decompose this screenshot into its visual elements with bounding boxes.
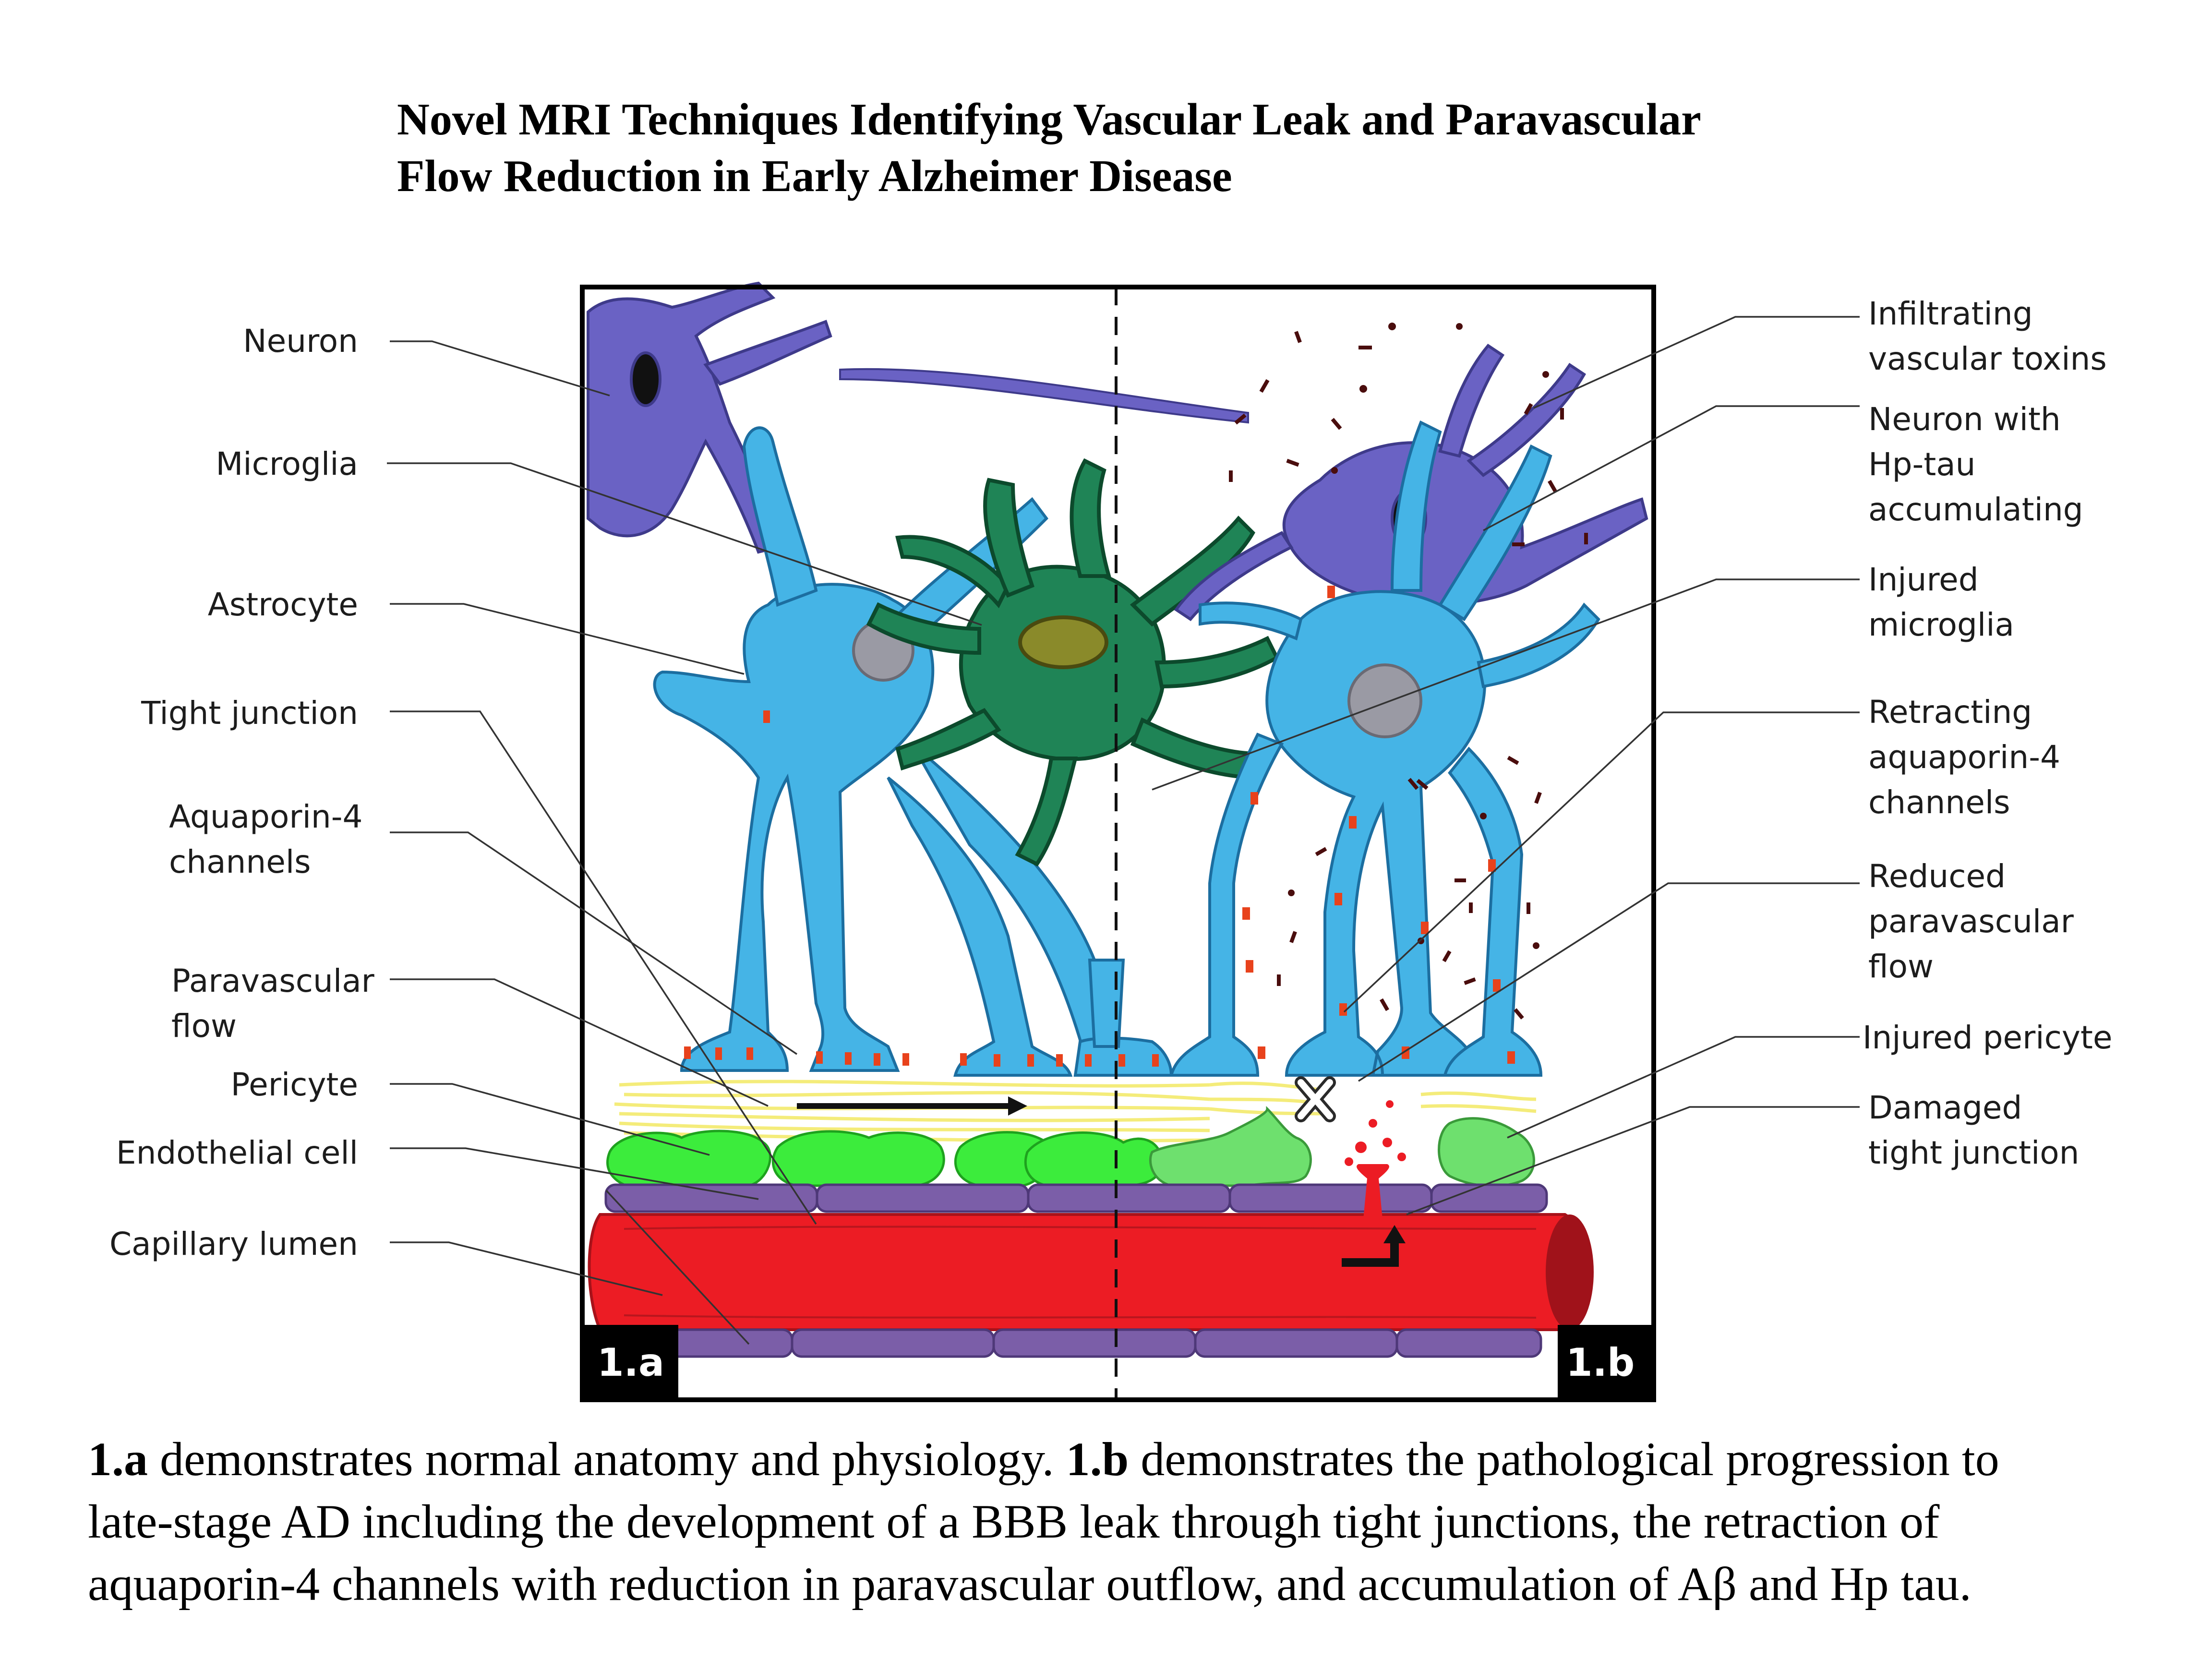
label-aquaporin-line1: Aquaporin-4 (169, 798, 363, 835)
label-paravascular-line2: flow (171, 1008, 237, 1045)
endothelial-cells-top (604, 1183, 1548, 1213)
label-damaged-line2: tight junction (1868, 1134, 2080, 1171)
label-aquaporin-line2: channels (169, 843, 311, 880)
diagram-panel: 1.a 1.b (580, 281, 1656, 1402)
neuron-hp-tau (1174, 344, 1648, 621)
label-endothelial: Endothelial cell (116, 1134, 358, 1171)
label-retracting-line3: channels (1868, 784, 2010, 821)
label-damaged-line1: Damaged (1868, 1089, 2022, 1126)
aquaporin-channels-normal (684, 710, 1159, 1067)
panel-id-b: 1.b (1566, 1340, 1635, 1385)
caption-line-1: 1.a demonstrates normal anatomy and phys… (88, 1428, 2200, 1491)
caption-line-3: aquaporin-4 channels with reduction in p… (88, 1557, 1972, 1611)
label-retracting-line1: Retracting (1868, 694, 2032, 731)
panel-badge-b: 1.b (1558, 1325, 1654, 1400)
capillary-lumen (588, 1213, 1594, 1331)
damaged-tight-junction-leak (1345, 1100, 1406, 1219)
label-reduced-line1: Reduced (1868, 858, 2006, 895)
label-reduced-line2: paravascular (1868, 903, 2074, 940)
astrocyte-injured (1169, 420, 1600, 1077)
label-infiltrating-line1: Infiltrating (1868, 295, 2033, 332)
caption-line-2: late-stage AD including the development … (88, 1495, 1940, 1548)
label-tight-junction: Tight junction (141, 695, 358, 732)
label-neuron-tau-line2: Hp-tau (1868, 446, 1976, 483)
neuron-nucleus (630, 351, 661, 407)
panel-id-a: 1.a (597, 1340, 664, 1385)
label-injured-microglia-line2: microglia (1868, 606, 2014, 643)
caption-ref-b: 1.b (1066, 1432, 1129, 1486)
pericytes-normal (606, 1130, 1163, 1192)
vascular-toxins (1229, 323, 1588, 1020)
caption-ref-a: 1.a (88, 1432, 148, 1486)
label-capillary: Capillary lumen (109, 1226, 358, 1262)
blocked-flow-x-icon (1295, 1076, 1336, 1122)
label-neuron-tau-line1: Neuron with (1868, 401, 2061, 438)
endothelial-cells-bottom (599, 1328, 1542, 1358)
title-line-2: Flow Reduction in Early Alzheimer Diseas… (397, 151, 1232, 201)
label-paravascular-line1: Paravascular (171, 962, 375, 999)
neuron-normal (587, 281, 1249, 554)
leader-lines-right (1152, 316, 1860, 1215)
label-infiltrating-line2: vascular toxins (1868, 340, 2107, 377)
leak-arrow-icon (1342, 1225, 1406, 1267)
label-microglia: Microglia (216, 445, 358, 482)
label-pericyte: Pericyte (231, 1066, 358, 1103)
title-line-1: Novel MRI Techniques Identifying Vascula… (397, 95, 1701, 144)
panel-border (580, 285, 1656, 1402)
aquaporin-channels-retracting (1242, 586, 1515, 1064)
paravascular-flow-arrow (797, 1096, 1027, 1116)
microglia-nucleus (1018, 615, 1108, 669)
label-injured-pericyte: Injured pericyte (1863, 1019, 2112, 1056)
label-neuron: Neuron (243, 323, 358, 360)
figure-title: Novel MRI Techniques Identifying Vascula… (397, 91, 1933, 204)
labels-left: Neuron Microglia Astrocyte Tight junctio… (109, 323, 375, 1262)
caption-part-2: demonstrates the pathological progressio… (1129, 1432, 1999, 1486)
microglia-normal (866, 458, 1280, 867)
label-retracting-line2: aquaporin-4 (1868, 739, 2060, 776)
figure-caption: 1.a demonstrates normal anatomy and phys… (88, 1428, 2200, 1615)
label-neuron-tau-line3: accumulating (1868, 491, 2083, 528)
label-injured-microglia-line1: Injured (1868, 561, 1979, 598)
leader-lines-left (387, 340, 982, 1345)
labels-right: Infiltrating vascular toxins Neuron with… (1863, 295, 2112, 1171)
astrocyte-injured-nucleus (1347, 663, 1422, 738)
panel-badge-a: 1.a (582, 1325, 678, 1400)
label-reduced-line3: flow (1868, 948, 1934, 985)
label-astrocyte: Astrocyte (208, 586, 358, 623)
caption-part-1: demonstrates normal anatomy and physiolo… (148, 1432, 1066, 1486)
